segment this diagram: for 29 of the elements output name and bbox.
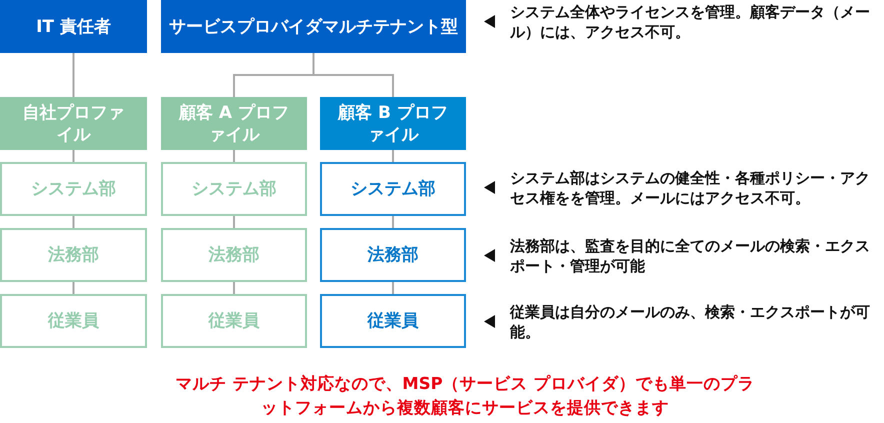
department-box: 法務部 [161, 228, 307, 282]
note-text: システム全体やライセンスを管理。顧客データ（メール）には、アクセス不可。 [510, 2, 871, 42]
department-box: 従業員 [161, 294, 307, 348]
profile-box: 顧客 B プロファイル [320, 97, 466, 150]
role-box: サービスプロバイダマルチテナント型 [161, 0, 466, 53]
department-box: システム部 [161, 162, 307, 216]
connector-line [72, 216, 74, 228]
connector-line [72, 282, 74, 294]
connector-line [233, 216, 235, 228]
note-text: 法務部は、監査を目的に全てのメールの検索・エクスポート・管理が可能 [510, 236, 871, 276]
note-text: システム部はシステムの健全性・各種ポリシー・アクセス権をを管理。メールにはアクセス不可。 [510, 168, 871, 208]
profile-box: 自社プロファイル [0, 97, 147, 150]
connector-line [72, 53, 74, 97]
department-box: 法務部 [0, 228, 147, 282]
connector-line [233, 282, 235, 294]
connector-line [233, 150, 235, 162]
caption-text: マルチ テナント対応なので、MSP（サービス プロバイダ）でも単一のプラットフォームから複数顧客にサービスを提供できます [174, 373, 756, 419]
profile-box: 顧客 A プロファイル [161, 97, 307, 150]
note-text: 従業員は自分のメールのみ、検索・エクスポートが可能。 [510, 302, 871, 342]
department-box: 従業員 [320, 294, 466, 348]
connector-line [392, 150, 394, 162]
connector-line [392, 216, 394, 228]
connector-line [392, 282, 394, 294]
department-box: 法務部 [320, 228, 466, 282]
connector-line [72, 150, 74, 162]
department-box: システム部 [320, 162, 466, 216]
role-box: IT 責任者 [0, 0, 147, 53]
department-box: システム部 [0, 162, 147, 216]
department-box: 従業員 [0, 294, 147, 348]
